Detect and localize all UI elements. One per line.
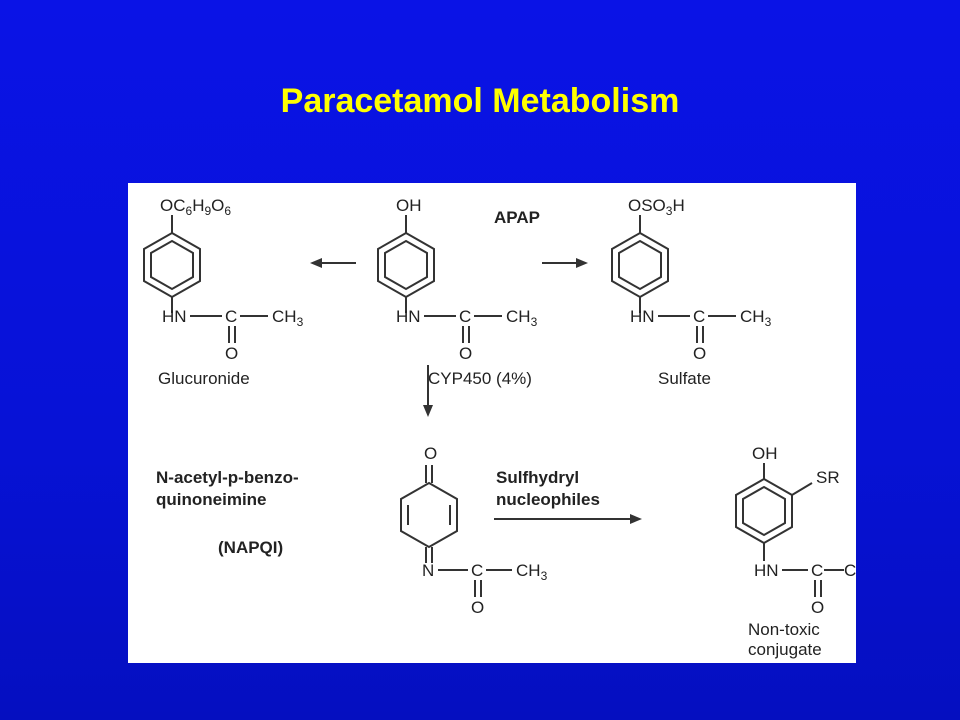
apap-label: APAP: [494, 208, 540, 227]
apap-ch3: CH3: [506, 307, 538, 329]
glucuronide-molecule: OC6H9O6 HN C CH3 O Glucuronide: [143, 196, 304, 388]
sulfate-oxygen: O: [693, 344, 706, 363]
arrow-to-conjugate: [494, 514, 642, 524]
apap-oxygen: O: [459, 344, 472, 363]
glucuronide-ch3: CH3: [272, 307, 304, 329]
conjugate-oxygen: O: [811, 598, 824, 617]
conjugate-sr: SR: [816, 468, 840, 487]
conjugate-carbon: C: [811, 561, 823, 580]
metabolism-diagram: OC6H9O6 HN C CH3 O Glucuronide OH HN C C…: [143, 196, 875, 659]
sulfate-hn: HN: [630, 307, 655, 326]
apap-carbon: C: [459, 307, 471, 326]
napqi-name-line2: quinoneimine: [156, 490, 267, 509]
sulfate-ch3: CH3: [740, 307, 772, 329]
napqi-top-oxygen: O: [424, 444, 437, 463]
napqi-carbon: C: [471, 561, 483, 580]
arrow-to-glucuronide: [310, 258, 356, 268]
cyp450-label: CYP450 (4%): [428, 369, 532, 388]
conjugate-oh: OH: [752, 444, 778, 463]
slide-title: Paracetamol Metabolism: [280, 82, 680, 120]
conjugate-hn: HN: [754, 561, 779, 580]
reaction-label-line2: nucleophiles: [496, 490, 600, 509]
sulfate-substituent: OSO3H: [628, 196, 685, 218]
metabolism-diagram-panel: OC6H9O6 HN C CH3 O Glucuronide OH HN C C…: [128, 183, 875, 663]
apap-molecule: OH HN C CH3 O: [377, 196, 538, 363]
napqi-name-line1: N-acetyl-p-benzo-: [156, 468, 299, 487]
arrow-to-sulfate: [542, 258, 588, 268]
conjugate-label-line2: conjugate: [748, 640, 822, 659]
conjugate-ch3: CH3: [844, 561, 856, 583]
sulfate-carbon: C: [693, 307, 705, 326]
glucuronide-carbon: C: [225, 307, 237, 326]
glucuronide-oxygen: O: [225, 344, 238, 363]
apap-oh: OH: [396, 196, 422, 215]
sulfate-molecule: OSO3H HN C CH3 O Sulfate: [611, 196, 772, 388]
glucuronide-substituent: OC6H9O6: [160, 196, 231, 218]
apap-hn: HN: [396, 307, 421, 326]
glucuronide-hn: HN: [162, 307, 187, 326]
napqi-nitrogen: N: [422, 561, 434, 580]
napqi-molecule: O N C CH3 O: [400, 444, 548, 617]
napqi-ch3: CH3: [516, 561, 548, 583]
conjugate-label-line1: Non-toxic: [748, 620, 820, 639]
reaction-label-line1: Sulfhydryl: [496, 468, 579, 487]
napqi-abbr: (NAPQI): [218, 538, 283, 557]
sulfate-label: Sulfate: [658, 369, 711, 388]
glucuronide-label: Glucuronide: [158, 369, 250, 388]
napqi-oxygen: O: [471, 598, 484, 617]
conjugate-molecule: OH SR HN C CH3 O Non-toxic conjugate: [735, 444, 875, 659]
arrow-to-napqi: [423, 365, 433, 417]
